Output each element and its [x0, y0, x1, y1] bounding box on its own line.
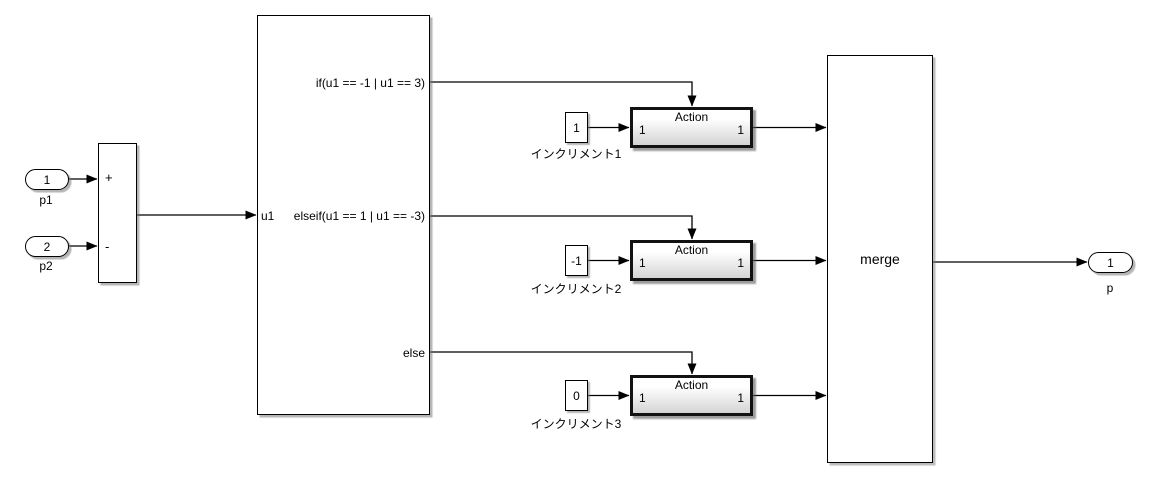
sum-minus-sign: -	[105, 239, 110, 254]
wire-if-branch2-to-action2[interactable]	[430, 215, 697, 240]
sum-plus-sign: +	[105, 170, 113, 185]
action-subsystem-3[interactable]: Action 1 1	[630, 375, 753, 416]
if-input-label: u1	[261, 209, 275, 223]
action-subsystem-1[interactable]: Action 1 1	[630, 107, 753, 148]
wire-if-branch1-to-action1[interactable]	[430, 81, 697, 107]
action2-out-port: 1	[737, 256, 744, 270]
action3-in-port: 1	[639, 391, 646, 405]
inport-p2-number: 2	[43, 239, 51, 254]
constant-increment2-value: -1	[571, 253, 582, 268]
action1-title: Action	[674, 110, 709, 124]
if-condition-2: elseif(u1 == 1 | u1 == -3)	[293, 209, 425, 223]
inport-p2-label: p2	[39, 259, 53, 273]
constant-increment3-block[interactable]: 0	[565, 380, 588, 411]
merge-block[interactable]: merge	[827, 55, 933, 463]
merge-label: merge	[860, 251, 900, 267]
outport-p[interactable]: 1	[1088, 252, 1133, 273]
action3-out-port: 1	[737, 391, 744, 405]
sum-block[interactable]: + -	[98, 143, 137, 283]
action1-in-port: 1	[639, 123, 646, 137]
action3-title: Action	[674, 378, 709, 392]
wire-if-branch3-to-action3[interactable]	[430, 351, 697, 375]
inport-p1-number: 1	[43, 172, 51, 187]
constant-increment1-label: インクリメント1	[530, 147, 622, 161]
constant-increment2-label: インクリメント2	[530, 282, 622, 296]
inport-p2[interactable]: 2	[25, 236, 69, 257]
outport-p-label: p	[1106, 281, 1114, 295]
constant-increment3-value: 0	[573, 388, 580, 403]
constant-increment1-block[interactable]: 1	[565, 112, 588, 143]
if-condition-3: else	[402, 346, 425, 360]
constant-increment3-label: インクリメント3	[530, 417, 622, 431]
constant-increment1-value: 1	[573, 120, 580, 135]
outport-p-number: 1	[1107, 255, 1114, 270]
action1-out-port: 1	[737, 123, 744, 137]
action2-title: Action	[674, 243, 709, 257]
action2-in-port: 1	[639, 256, 646, 270]
inport-p1[interactable]: 1	[25, 169, 69, 190]
action-subsystem-2[interactable]: Action 1 1	[630, 240, 753, 281]
if-condition-1: if(u1 == -1 | u1 == 3)	[315, 76, 425, 90]
constant-increment2-block[interactable]: -1	[565, 245, 588, 276]
if-block[interactable]: if(u1 == -1 | u1 == 3) u1 elseif(u1 == 1…	[257, 15, 430, 415]
inport-p1-label: p1	[39, 193, 53, 207]
